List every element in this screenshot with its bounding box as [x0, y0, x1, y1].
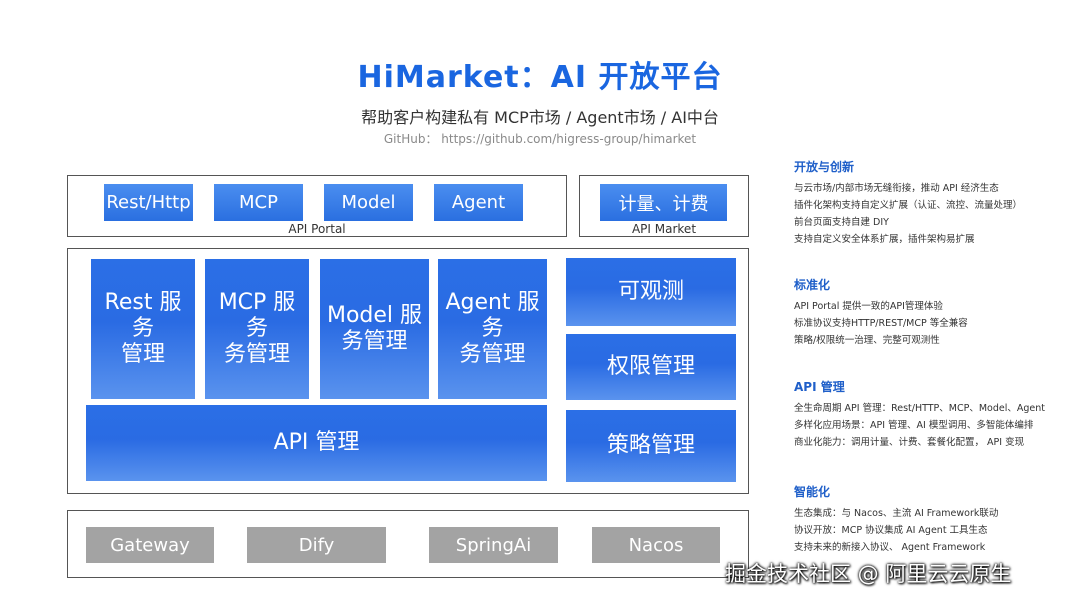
- github-link[interactable]: GitHub： https://github.com/higress-group…: [383, 132, 697, 146]
- model-service-tile[interactable]: Model 服务管理: [320, 259, 429, 399]
- section-open-innovation-title: 开放与创新: [794, 160, 855, 174]
- mcp-service-tile[interactable]: MCP 服务务管理: [205, 259, 309, 399]
- mcp-service-line1: MCP 服务: [218, 290, 296, 341]
- page-subtitle: 帮助客户构建私有 MCP市场 / Agent市场 / AI中台: [361, 108, 719, 127]
- section-line: 标准协议支持HTTP/REST/MCP 等全兼容: [794, 318, 968, 329]
- api-market-label: API Market: [631, 222, 697, 236]
- springai-tile[interactable]: SpringAi: [429, 527, 558, 563]
- section-standardization-lines: API Portal 提供一致的API管理体验 标准协议支持HTTP/REST/…: [794, 298, 968, 349]
- mcp-service-line2: 务管理: [223, 342, 290, 367]
- rest-service-line2: 管理: [120, 342, 165, 367]
- watermark: 掘金技术社区 @ 阿里云云原生: [725, 562, 1012, 586]
- policy-management-tile[interactable]: 策略管理: [566, 410, 736, 482]
- gateway-tile[interactable]: Gateway: [86, 527, 214, 563]
- portal-chip-agent[interactable]: Agent: [434, 184, 523, 221]
- section-api-management-title: API 管理: [794, 380, 845, 394]
- agent-service-tile[interactable]: Agent 服务务管理: [438, 259, 547, 399]
- section-line: 策略/权限统一治理、完整可观测性: [794, 335, 940, 346]
- dify-tile[interactable]: Dify: [247, 527, 386, 563]
- section-intelligence-lines: 生态集成：与 Nacos、主流 AI Framework联动 协议开放：MCP …: [794, 505, 998, 556]
- model-service-line2: 务管理: [341, 329, 408, 354]
- section-open-innovation-lines: 与云市场/内部市场无缝衔接，推动 API 经济生态 插件化架构支持自定义扩展（认…: [794, 180, 1022, 248]
- agent-service-line2: 务管理: [459, 342, 526, 367]
- api-management-tile[interactable]: API 管理: [86, 405, 547, 481]
- section-line: 协议开放：MCP 协议集成 AI Agent 工具生态: [794, 525, 988, 536]
- section-line: 插件化架构支持自定义扩展（认证、流控、流量处理）: [794, 200, 1023, 211]
- section-api-management-lines: 全生命周期 API 管理：Rest/HTTP、MCP、Model、Agent 多…: [794, 400, 1045, 451]
- section-line: 生态集成：与 Nacos、主流 AI Framework联动: [794, 508, 999, 519]
- permission-management-tile[interactable]: 权限管理: [566, 334, 736, 400]
- section-line: 支持自定义安全体系扩展，插件架构易扩展: [794, 234, 975, 245]
- section-intelligence-title: 智能化: [794, 485, 831, 499]
- model-service-line1: Model 服: [326, 303, 423, 328]
- api-portal-label: API Portal: [288, 222, 346, 236]
- portal-chip-model[interactable]: Model: [324, 184, 413, 221]
- observability-tile[interactable]: 可观测: [566, 258, 736, 326]
- page-title: HiMarket：AI 开放平台: [357, 60, 723, 95]
- rest-service-tile[interactable]: Rest 服务管理: [91, 259, 195, 399]
- nacos-tile[interactable]: Nacos: [592, 527, 720, 563]
- section-line: 前台页面支持自建 DIY: [794, 217, 889, 228]
- portal-chip-mcp[interactable]: MCP: [214, 184, 303, 221]
- section-line: 支持未来的新接入协议、 Agent Framework: [794, 542, 986, 553]
- market-chip-billing[interactable]: 计量、计费: [600, 184, 727, 221]
- section-line: 多样化应用场景：API 管理、AI 模型调用、多智能体编排: [794, 420, 1034, 431]
- section-standardization-title: 标准化: [794, 278, 831, 292]
- agent-service-line1: Agent 服务: [445, 290, 540, 341]
- section-line: 全生命周期 API 管理：Rest/HTTP、MCP、Model、Agent: [794, 403, 1045, 414]
- rest-service-line1: Rest 服务: [104, 290, 182, 341]
- portal-chip-rest-http[interactable]: Rest/Http: [104, 184, 193, 221]
- section-line: 商业化能力：调用计量、计费、套餐化配置， API 变现: [794, 437, 1025, 448]
- section-line: API Portal 提供一致的API管理体验: [794, 301, 943, 312]
- section-line: 与云市场/内部市场无缝衔接，推动 API 经济生态: [794, 183, 999, 194]
